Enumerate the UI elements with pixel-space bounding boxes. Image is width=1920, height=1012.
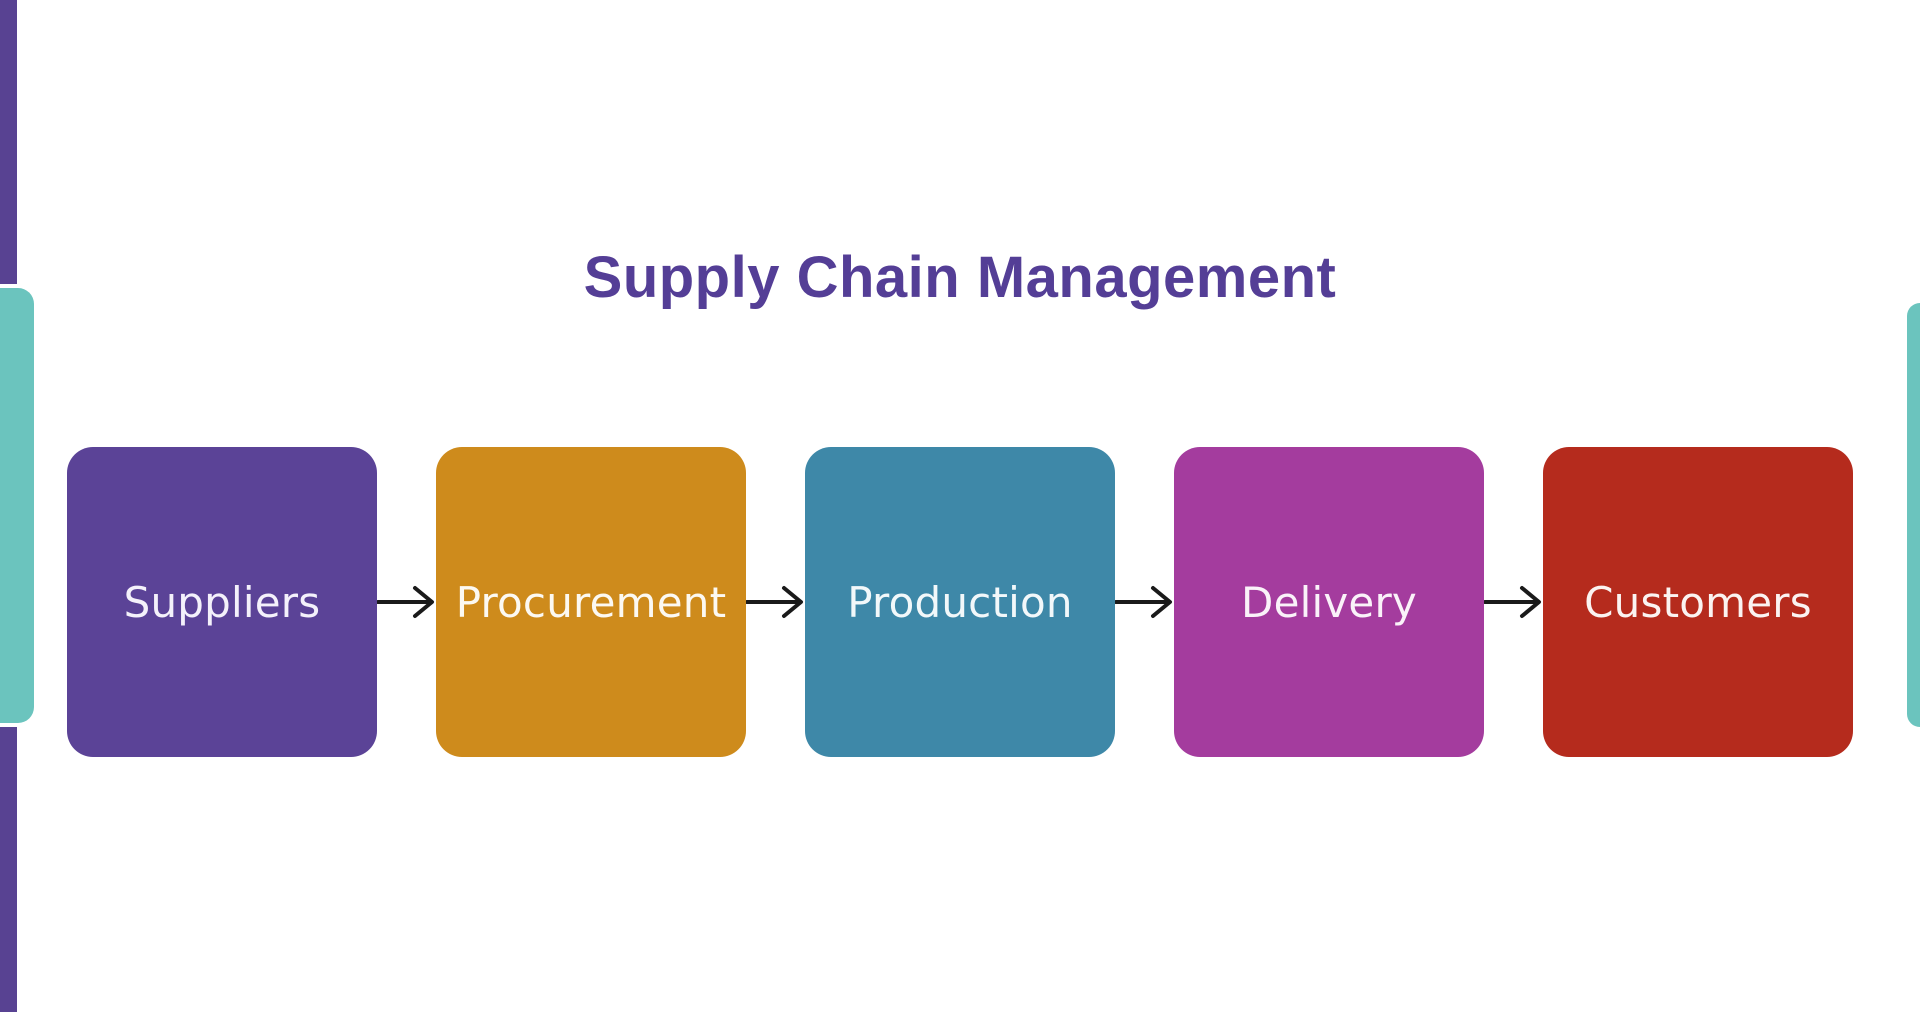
left-accent-pill [0,288,34,723]
node-production[interactable]: Production [805,447,1115,757]
node-label: Suppliers [123,577,321,627]
node-suppliers[interactable]: Suppliers [67,447,377,757]
arrow-right-icon [1115,580,1174,624]
diagram-title: Supply Chain Management [583,245,1337,310]
right-accent-pill [1907,303,1920,727]
node-label: Delivery [1241,577,1417,627]
node-label: Procurement [455,577,727,627]
node-label: Customers [1584,577,1812,627]
node-procurement[interactable]: Procurement [436,447,746,757]
flow-row: Suppliers Procurement Production Deliver… [67,447,1853,757]
left-accent-bar-top [0,0,17,284]
arrow-right-icon [377,580,436,624]
left-accent-bar-bottom [0,727,17,1012]
arrow-right-icon [746,580,805,624]
node-customers[interactable]: Customers [1543,447,1853,757]
node-delivery[interactable]: Delivery [1174,447,1484,757]
node-label: Production [847,577,1073,627]
arrow-right-icon [1484,580,1543,624]
